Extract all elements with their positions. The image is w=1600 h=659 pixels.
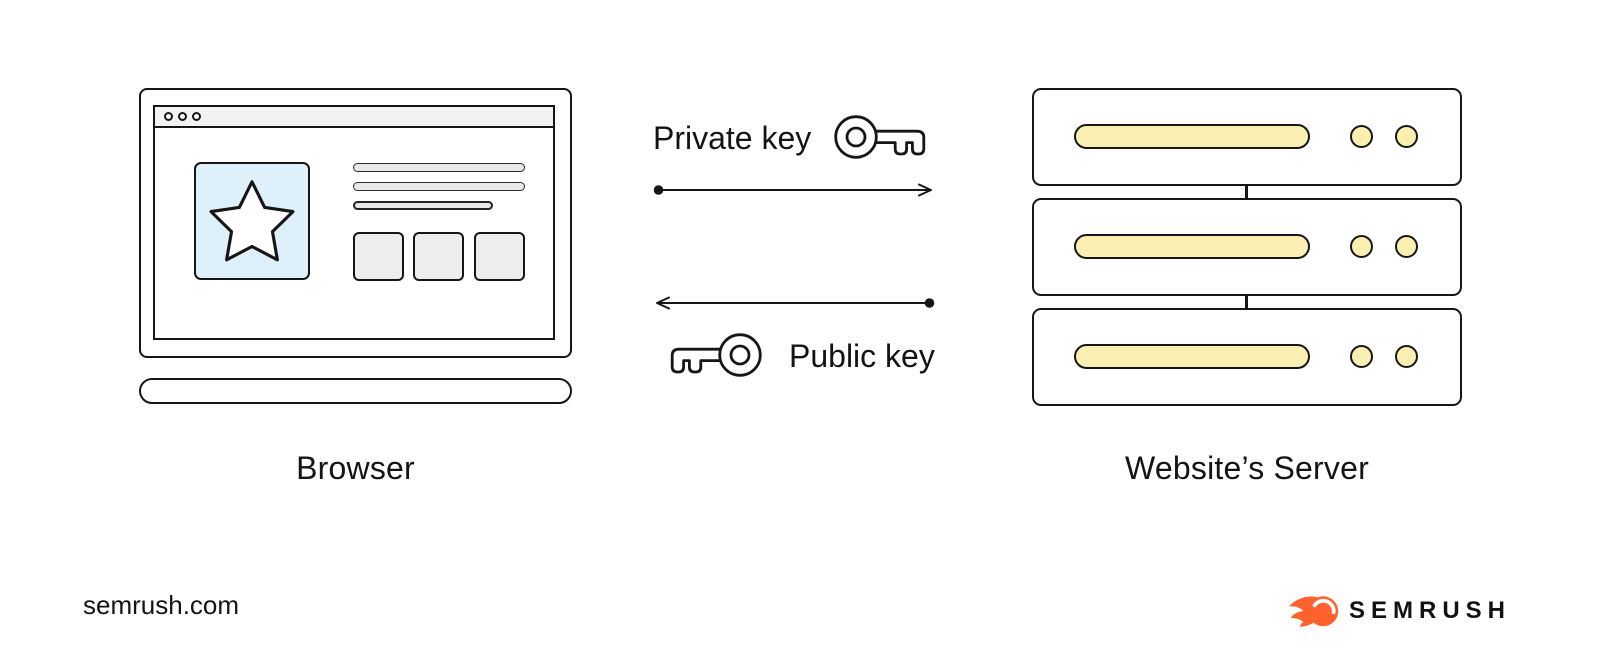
star-tile bbox=[194, 162, 310, 280]
key-exchange: Private key Public key bbox=[653, 110, 935, 402]
public-key-row: Public key bbox=[668, 331, 935, 381]
private-key-row: Private key bbox=[653, 113, 928, 163]
server-bar bbox=[1074, 124, 1310, 149]
server-led bbox=[1350, 345, 1373, 368]
server-led bbox=[1395, 345, 1418, 368]
server-label: Website’s Server bbox=[1125, 450, 1369, 486]
server-unit bbox=[1032, 88, 1462, 186]
server-bar bbox=[1074, 234, 1310, 259]
thumbnail-box bbox=[353, 232, 404, 281]
arrow-left-icon bbox=[656, 296, 935, 310]
server-illustration: Website’s Server bbox=[1032, 88, 1462, 498]
semrush-logo: SEMRUSH bbox=[1287, 594, 1511, 628]
public-key-label: Public key bbox=[789, 337, 935, 374]
browser-window bbox=[153, 105, 555, 340]
server-unit bbox=[1032, 308, 1462, 406]
thumbnail-box bbox=[413, 232, 464, 281]
star-icon bbox=[209, 180, 295, 262]
window-dot-icon bbox=[178, 112, 187, 121]
server-unit bbox=[1032, 198, 1462, 296]
server-bar bbox=[1074, 344, 1310, 369]
server-led bbox=[1350, 125, 1373, 148]
browser-label: Browser bbox=[296, 450, 415, 486]
server-led bbox=[1350, 235, 1373, 258]
semrush-wordmark: SEMRUSH bbox=[1349, 597, 1512, 624]
browser-titlebar bbox=[155, 107, 553, 128]
window-dot-icon bbox=[164, 112, 173, 121]
text-line bbox=[353, 163, 525, 172]
site-url-text: semrush.com bbox=[83, 590, 240, 620]
server-led bbox=[1395, 235, 1418, 258]
key-icon bbox=[834, 115, 926, 159]
arrow-right-icon bbox=[653, 183, 932, 197]
server-led bbox=[1395, 125, 1418, 148]
server-connector bbox=[1245, 186, 1248, 198]
private-key-label: Private key bbox=[653, 119, 812, 156]
key-icon bbox=[670, 333, 762, 377]
browser-illustration: Browser bbox=[139, 88, 572, 498]
window-dot-icon bbox=[192, 112, 201, 121]
text-line bbox=[353, 182, 525, 191]
laptop-base bbox=[139, 378, 572, 404]
thumbnail-box bbox=[474, 232, 525, 281]
server-connector bbox=[1245, 296, 1248, 308]
semrush-flame-icon bbox=[1289, 595, 1339, 627]
text-line bbox=[353, 201, 493, 210]
